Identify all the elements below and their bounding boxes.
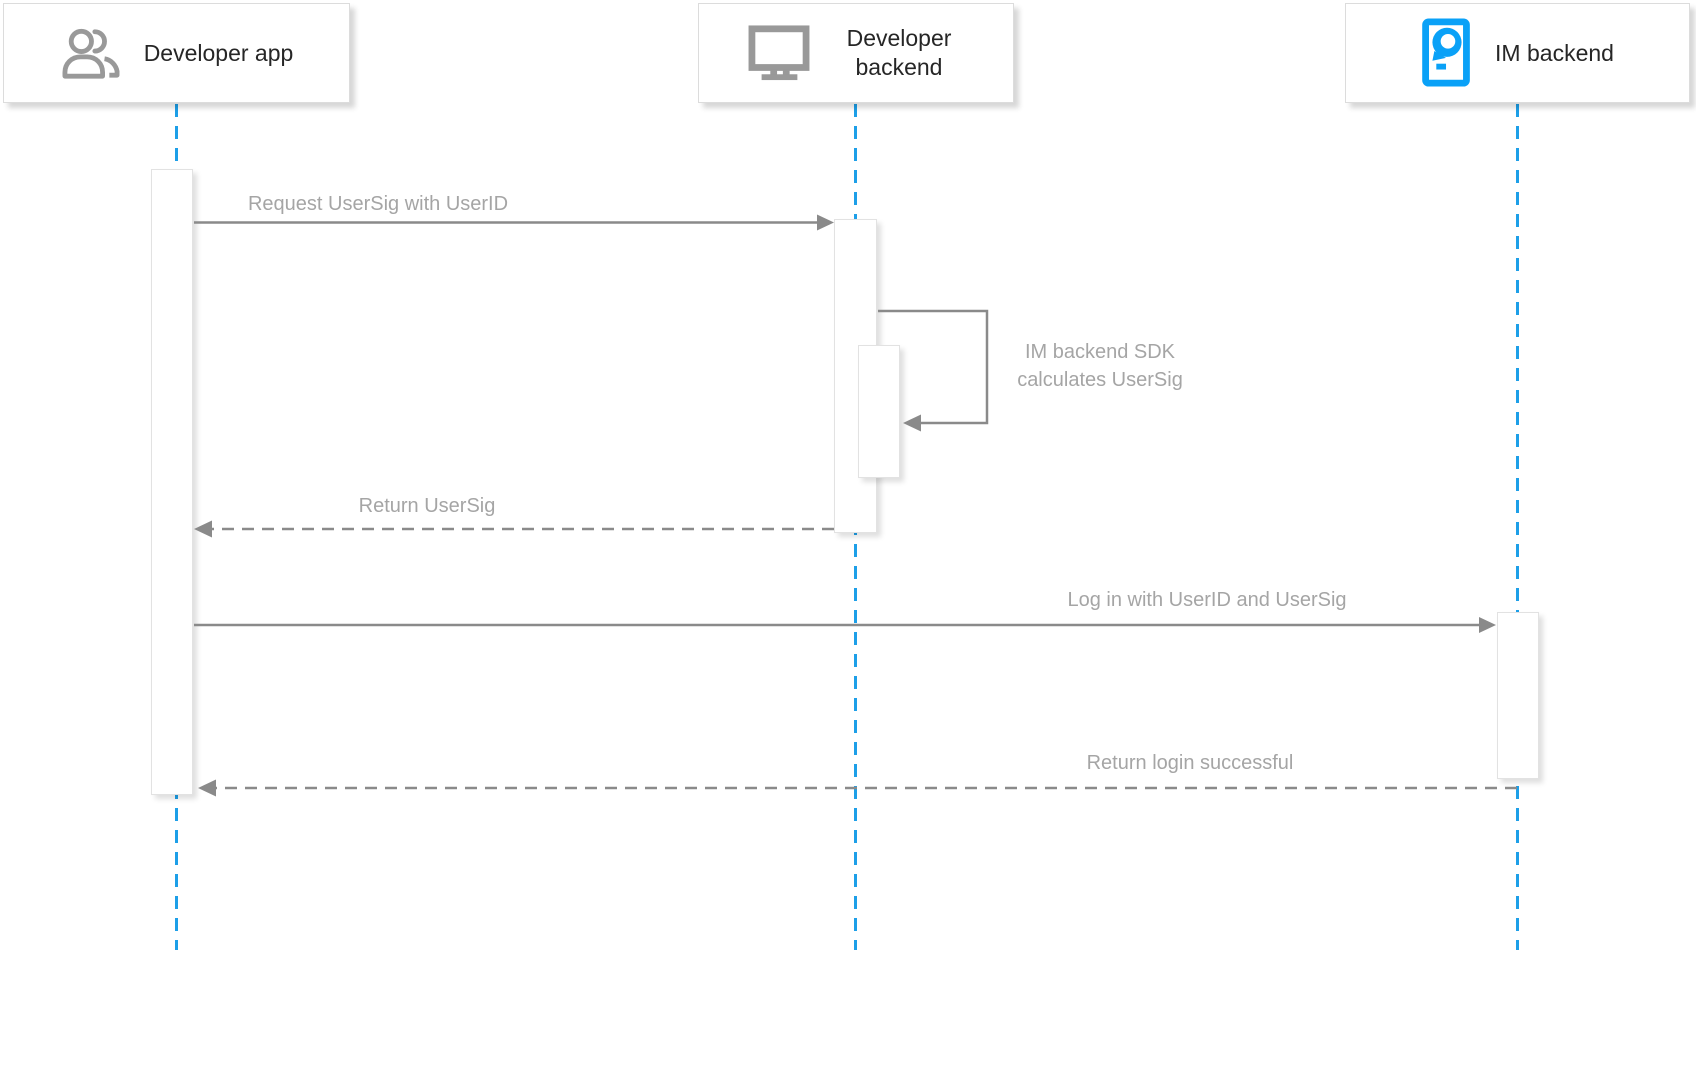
arrowhead-left-icon [194,520,212,538]
message-4-arrow [194,617,1496,633]
actor-label: Developer app [143,39,294,66]
activation-bar-im-backend [1497,612,1539,779]
chat-device-icon [1422,18,1470,87]
arrowhead-right-icon [817,214,834,231]
arrowhead-left-icon [198,779,216,797]
message-label-sdk-calculates: IM backend SDK calculates UserSig [1017,341,1183,391]
activation-bar-developer-app [151,169,193,795]
message-3-return-arrow [194,520,834,538]
actor-label: Developer backend [846,24,952,80]
message-label-login: Log in with UserID and UserSig [1067,589,1347,611]
message-1-arrow [194,214,834,231]
message-label-return-usersig: Return UserSig [358,495,496,517]
actor-im-backend: IM backend [1345,3,1690,103]
actor-developer-backend: Developer backend [698,3,1014,103]
message-5-return-arrow [198,779,1517,797]
actor-label: IM backend [1495,39,1614,66]
message-label-login-successful: Return login successful [1086,752,1294,774]
activation-bar-backend-nested [858,345,900,478]
monitor-icon [748,25,810,81]
lifeline-im-backend [1516,104,1519,950]
arrowhead-left-icon [903,414,921,432]
actor-developer-app: Developer app [3,3,350,103]
users-icon [62,28,120,79]
message-label-request-usersig: Request UserSig with UserID [247,193,509,215]
arrowhead-right-icon [1479,617,1496,633]
